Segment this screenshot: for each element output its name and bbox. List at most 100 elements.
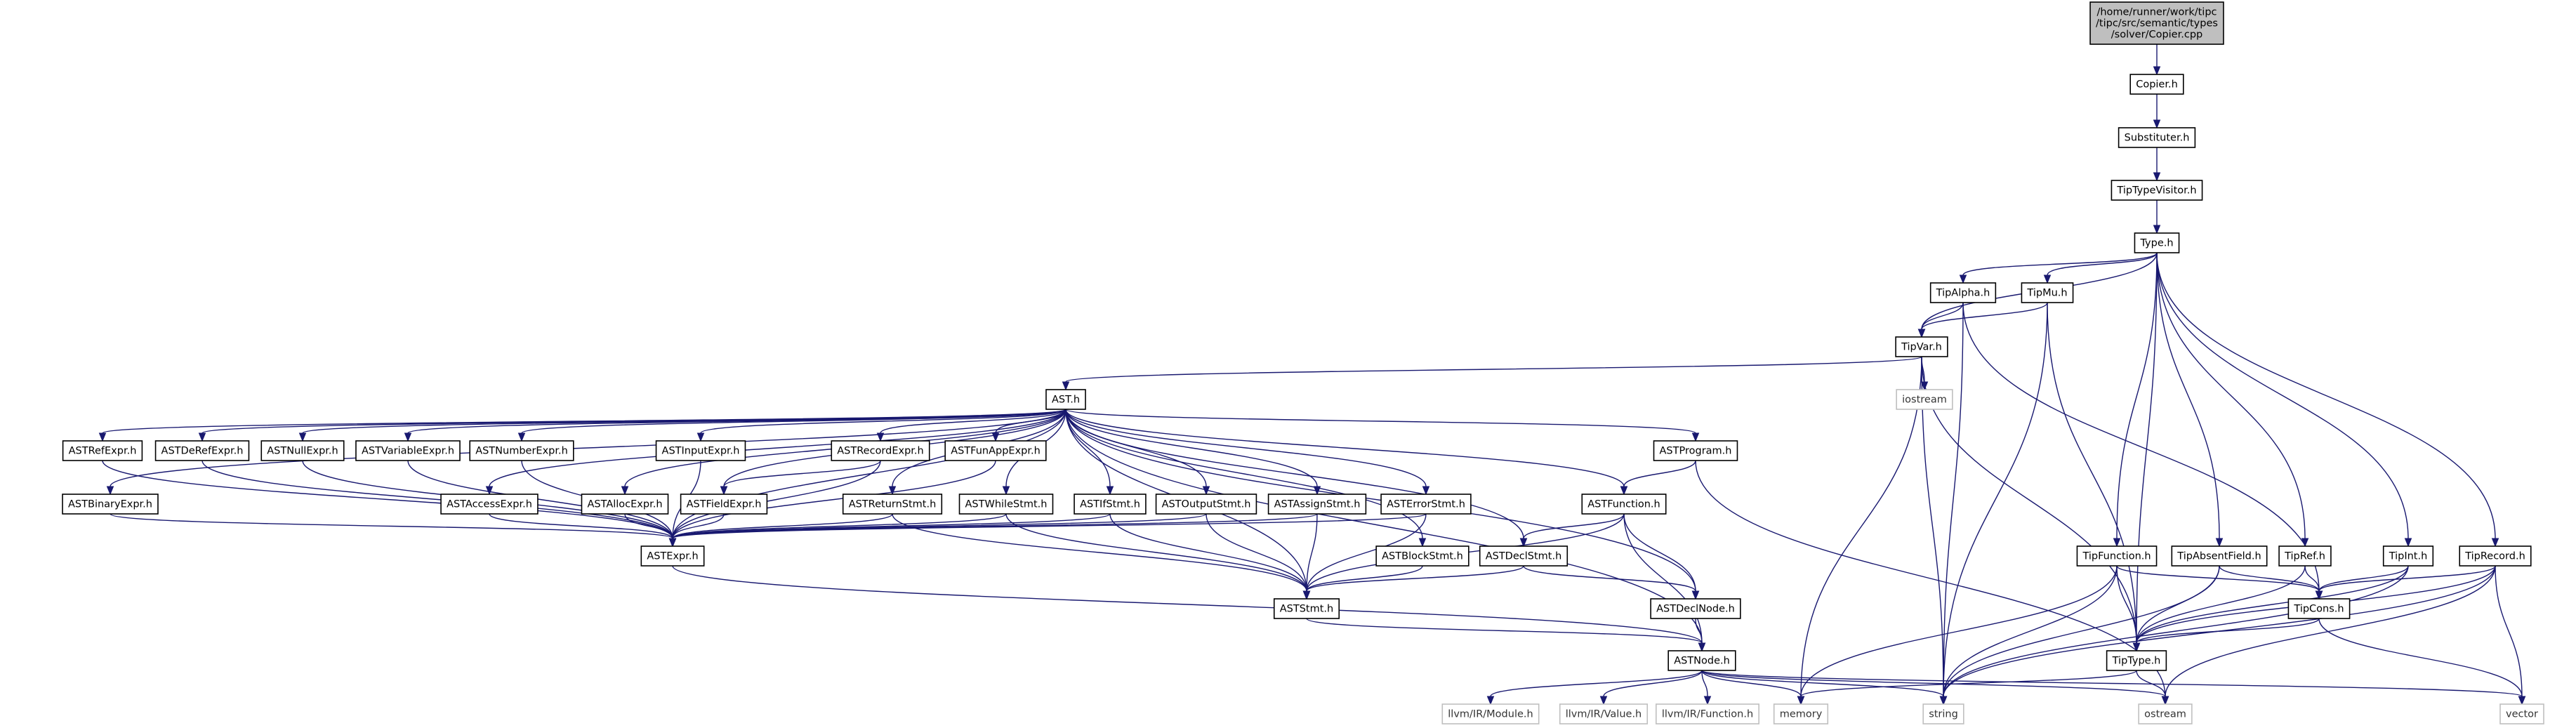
- edge-astifstmt-to-astexpr: [672, 513, 1111, 539]
- node-tiptypevisitor[interactable]: TipTypeVisitor.h: [2111, 180, 2203, 201]
- node-ostream: ostream: [2138, 703, 2193, 724]
- node-label-tiptypevisitor: TipTypeVisitor.h: [2116, 185, 2196, 197]
- node-astdeclstmt[interactable]: ASTDeclStmt.h: [1479, 545, 1568, 567]
- node-astreturnstmt[interactable]: ASTReturnStmt.h: [842, 494, 943, 515]
- node-astprogram[interactable]: ASTProgram.h: [1653, 440, 1738, 461]
- edge-tipfunction-to-tipcons: [2116, 565, 2320, 592]
- arrowhead-ast-to-astwhilestmt: [1002, 486, 1010, 496]
- edge-astassignstmt-to-aststmt: [1306, 513, 1318, 592]
- node-tipint[interactable]: TipInt.h: [2382, 545, 2434, 567]
- edge-astderefexpr-to-astexpr: [202, 460, 673, 539]
- node-label-astrecordexpr: ASTRecordExpr.h: [837, 446, 923, 457]
- node-astfunction[interactable]: ASTFunction.h: [1581, 494, 1667, 515]
- node-label-astnode: ASTNode.h: [1674, 656, 1730, 667]
- node-tiprecord[interactable]: TipRecord.h: [2459, 545, 2532, 567]
- node-type[interactable]: Type.h: [2134, 232, 2180, 253]
- node-box-llvmmodule: [1441, 703, 1540, 724]
- edge-astbinaryexpr-to-astexpr: [110, 513, 673, 539]
- node-tipabsentfield[interactable]: TipAbsentField.h: [2171, 545, 2268, 567]
- node-box-tiptype: [2106, 650, 2167, 671]
- node-root[interactable]: /home/runner/work/tipc/tipc/src/semantic…: [2089, 1, 2224, 45]
- node-box-astblockstmt: [1375, 545, 1469, 567]
- node-tiptype[interactable]: TipType.h: [2106, 650, 2167, 671]
- arrowhead-astdeclstmt-to-aststmt: [1302, 590, 1311, 600]
- node-label-aststmt: ASTStmt.h: [1280, 604, 1333, 615]
- node-box-llvmvalue: [1559, 703, 1649, 724]
- edge-astfunction-to-astnode: [1623, 513, 1703, 644]
- node-astvariableexpr[interactable]: ASTVariableExpr.h: [355, 440, 461, 461]
- node-tipalpha[interactable]: TipAlpha.h: [1929, 282, 1997, 303]
- node-tipfunction[interactable]: TipFunction.h: [2076, 545, 2158, 567]
- node-astexpr[interactable]: ASTExpr.h: [640, 545, 705, 567]
- node-astassignstmt[interactable]: ASTAssignStmt.h: [1267, 494, 1367, 515]
- edge-tipvar-to-string: [1921, 356, 1944, 697]
- node-astdeclnode[interactable]: ASTDeclNode.h: [1650, 598, 1741, 619]
- node-astnode[interactable]: ASTNode.h: [1667, 650, 1736, 671]
- node-label-astifstmt: ASTIfStmt.h: [1080, 499, 1140, 510]
- node-astrecordexpr[interactable]: ASTRecordExpr.h: [831, 440, 930, 461]
- edge-astfieldexpr-to-astexpr: [672, 513, 725, 539]
- arrowhead-ast-to-astblockstmt: [1418, 538, 1427, 548]
- edge-ast-to-astinputexpr: [700, 409, 1066, 434]
- node-aststmt[interactable]: ASTStmt.h: [1273, 598, 1340, 619]
- node-label-tipabsentfield: TipAbsentField.h: [2177, 551, 2261, 562]
- node-asterrorstmt[interactable]: ASTErrorStmt.h: [1380, 494, 1472, 515]
- node-astwhilestmt[interactable]: ASTWhileStmt.h: [958, 494, 1054, 515]
- edge-tipalpha-to-tipcons: [1962, 302, 2320, 592]
- node-label-type: Type.h: [2139, 238, 2173, 249]
- edge-tipvar-to-ast: [1065, 356, 1922, 383]
- edge-ast-to-astdeclstmt: [1065, 409, 1524, 539]
- node-tipvar[interactable]: TipVar.h: [1895, 336, 1948, 357]
- node-astaccessexpr[interactable]: ASTAccessExpr.h: [440, 494, 539, 515]
- node-llvmmodule: llvm/IR/Module.h: [1441, 703, 1540, 724]
- node-astallocexpr[interactable]: ASTAllocExpr.h: [581, 494, 669, 515]
- node-tipmu[interactable]: TipMu.h: [2021, 282, 2074, 303]
- node-astifstmt[interactable]: ASTIfStmt.h: [1074, 494, 1147, 515]
- edge-tiprecord-to-ostream: [2165, 565, 2496, 697]
- arrowhead-type-to-tipint: [2404, 538, 2412, 548]
- node-astnumberexpr[interactable]: ASTNumberExpr.h: [469, 440, 574, 461]
- node-astoutputstmt[interactable]: ASTOutputStmt.h: [1155, 494, 1257, 515]
- node-box-substituter: [2118, 127, 2196, 148]
- node-astnullexpr[interactable]: ASTNullExpr.h: [260, 440, 345, 461]
- node-box-astfunction: [1581, 494, 1667, 515]
- node-astblockstmt[interactable]: ASTBlockStmt.h: [1375, 545, 1469, 567]
- edge-astreturnstmt-to-astexpr: [672, 513, 893, 539]
- node-astderefexpr[interactable]: ASTDeRefExpr.h: [154, 440, 250, 461]
- node-astbinaryexpr[interactable]: ASTBinaryExpr.h: [62, 494, 159, 515]
- node-box-string: [1922, 703, 1964, 724]
- node-astfieldexpr[interactable]: ASTFieldExpr.h: [680, 494, 768, 515]
- node-label-tipint: TipInt.h: [2389, 551, 2428, 562]
- node-label-tipalpha: TipAlpha.h: [1936, 288, 1990, 299]
- edge-tipfunction-to-memory: [1800, 565, 2118, 697]
- node-astfunappexpr[interactable]: ASTFunAppExpr.h: [944, 440, 1047, 461]
- node-label-llvmfunction: llvm/IR/Function.h: [1662, 709, 1753, 720]
- nodes-layer: /home/runner/work/tipc/tipc/src/semantic…: [62, 1, 2544, 724]
- node-copier[interactable]: Copier.h: [2129, 74, 2184, 95]
- node-label-astfunappexpr: ASTFunAppExpr.h: [951, 446, 1041, 457]
- edge-tipint-to-tipcons: [2318, 565, 2409, 592]
- node-label-astnullexpr: ASTNullExpr.h: [267, 446, 338, 457]
- node-box-astnode: [1667, 650, 1736, 671]
- edge-tipfunction-to-tiptype: [2116, 565, 2137, 644]
- node-tipcons[interactable]: TipCons.h: [2287, 598, 2351, 619]
- node-ast[interactable]: AST.h: [1045, 389, 1086, 410]
- arrowhead-ast-to-asterrorstmt: [1422, 486, 1430, 496]
- node-label-tipvar: TipVar.h: [1901, 342, 1942, 353]
- node-label-astderefexpr: ASTDeRefExpr.h: [161, 446, 244, 457]
- arrowhead-asterrorstmt-to-astexpr: [668, 538, 677, 548]
- node-substituter[interactable]: Substituter.h: [2118, 127, 2196, 148]
- edge-astnode-to-llvmfunction: [1701, 670, 1708, 697]
- edge-astoutputstmt-to-astexpr: [672, 513, 1207, 539]
- node-tipref[interactable]: TipRef.h: [2278, 545, 2332, 567]
- arrowhead-ast-to-astrefexpr: [98, 432, 107, 442]
- node-label-tiptype: TipType.h: [2112, 656, 2161, 667]
- node-astinputexpr[interactable]: ASTInputExpr.h: [655, 440, 746, 461]
- arrowhead-ast-to-astreturnstmt: [888, 486, 897, 496]
- edge-astblockstmt-to-aststmt: [1306, 565, 1423, 592]
- edge-tipfunction-to-string: [1943, 565, 2118, 697]
- node-astrefexpr[interactable]: ASTRefExpr.h: [62, 440, 143, 461]
- node-label-astdeclnode: ASTDeclNode.h: [1656, 604, 1735, 615]
- node-string: string: [1922, 703, 1964, 724]
- arrowhead-ast-to-astprogram: [1691, 432, 1700, 442]
